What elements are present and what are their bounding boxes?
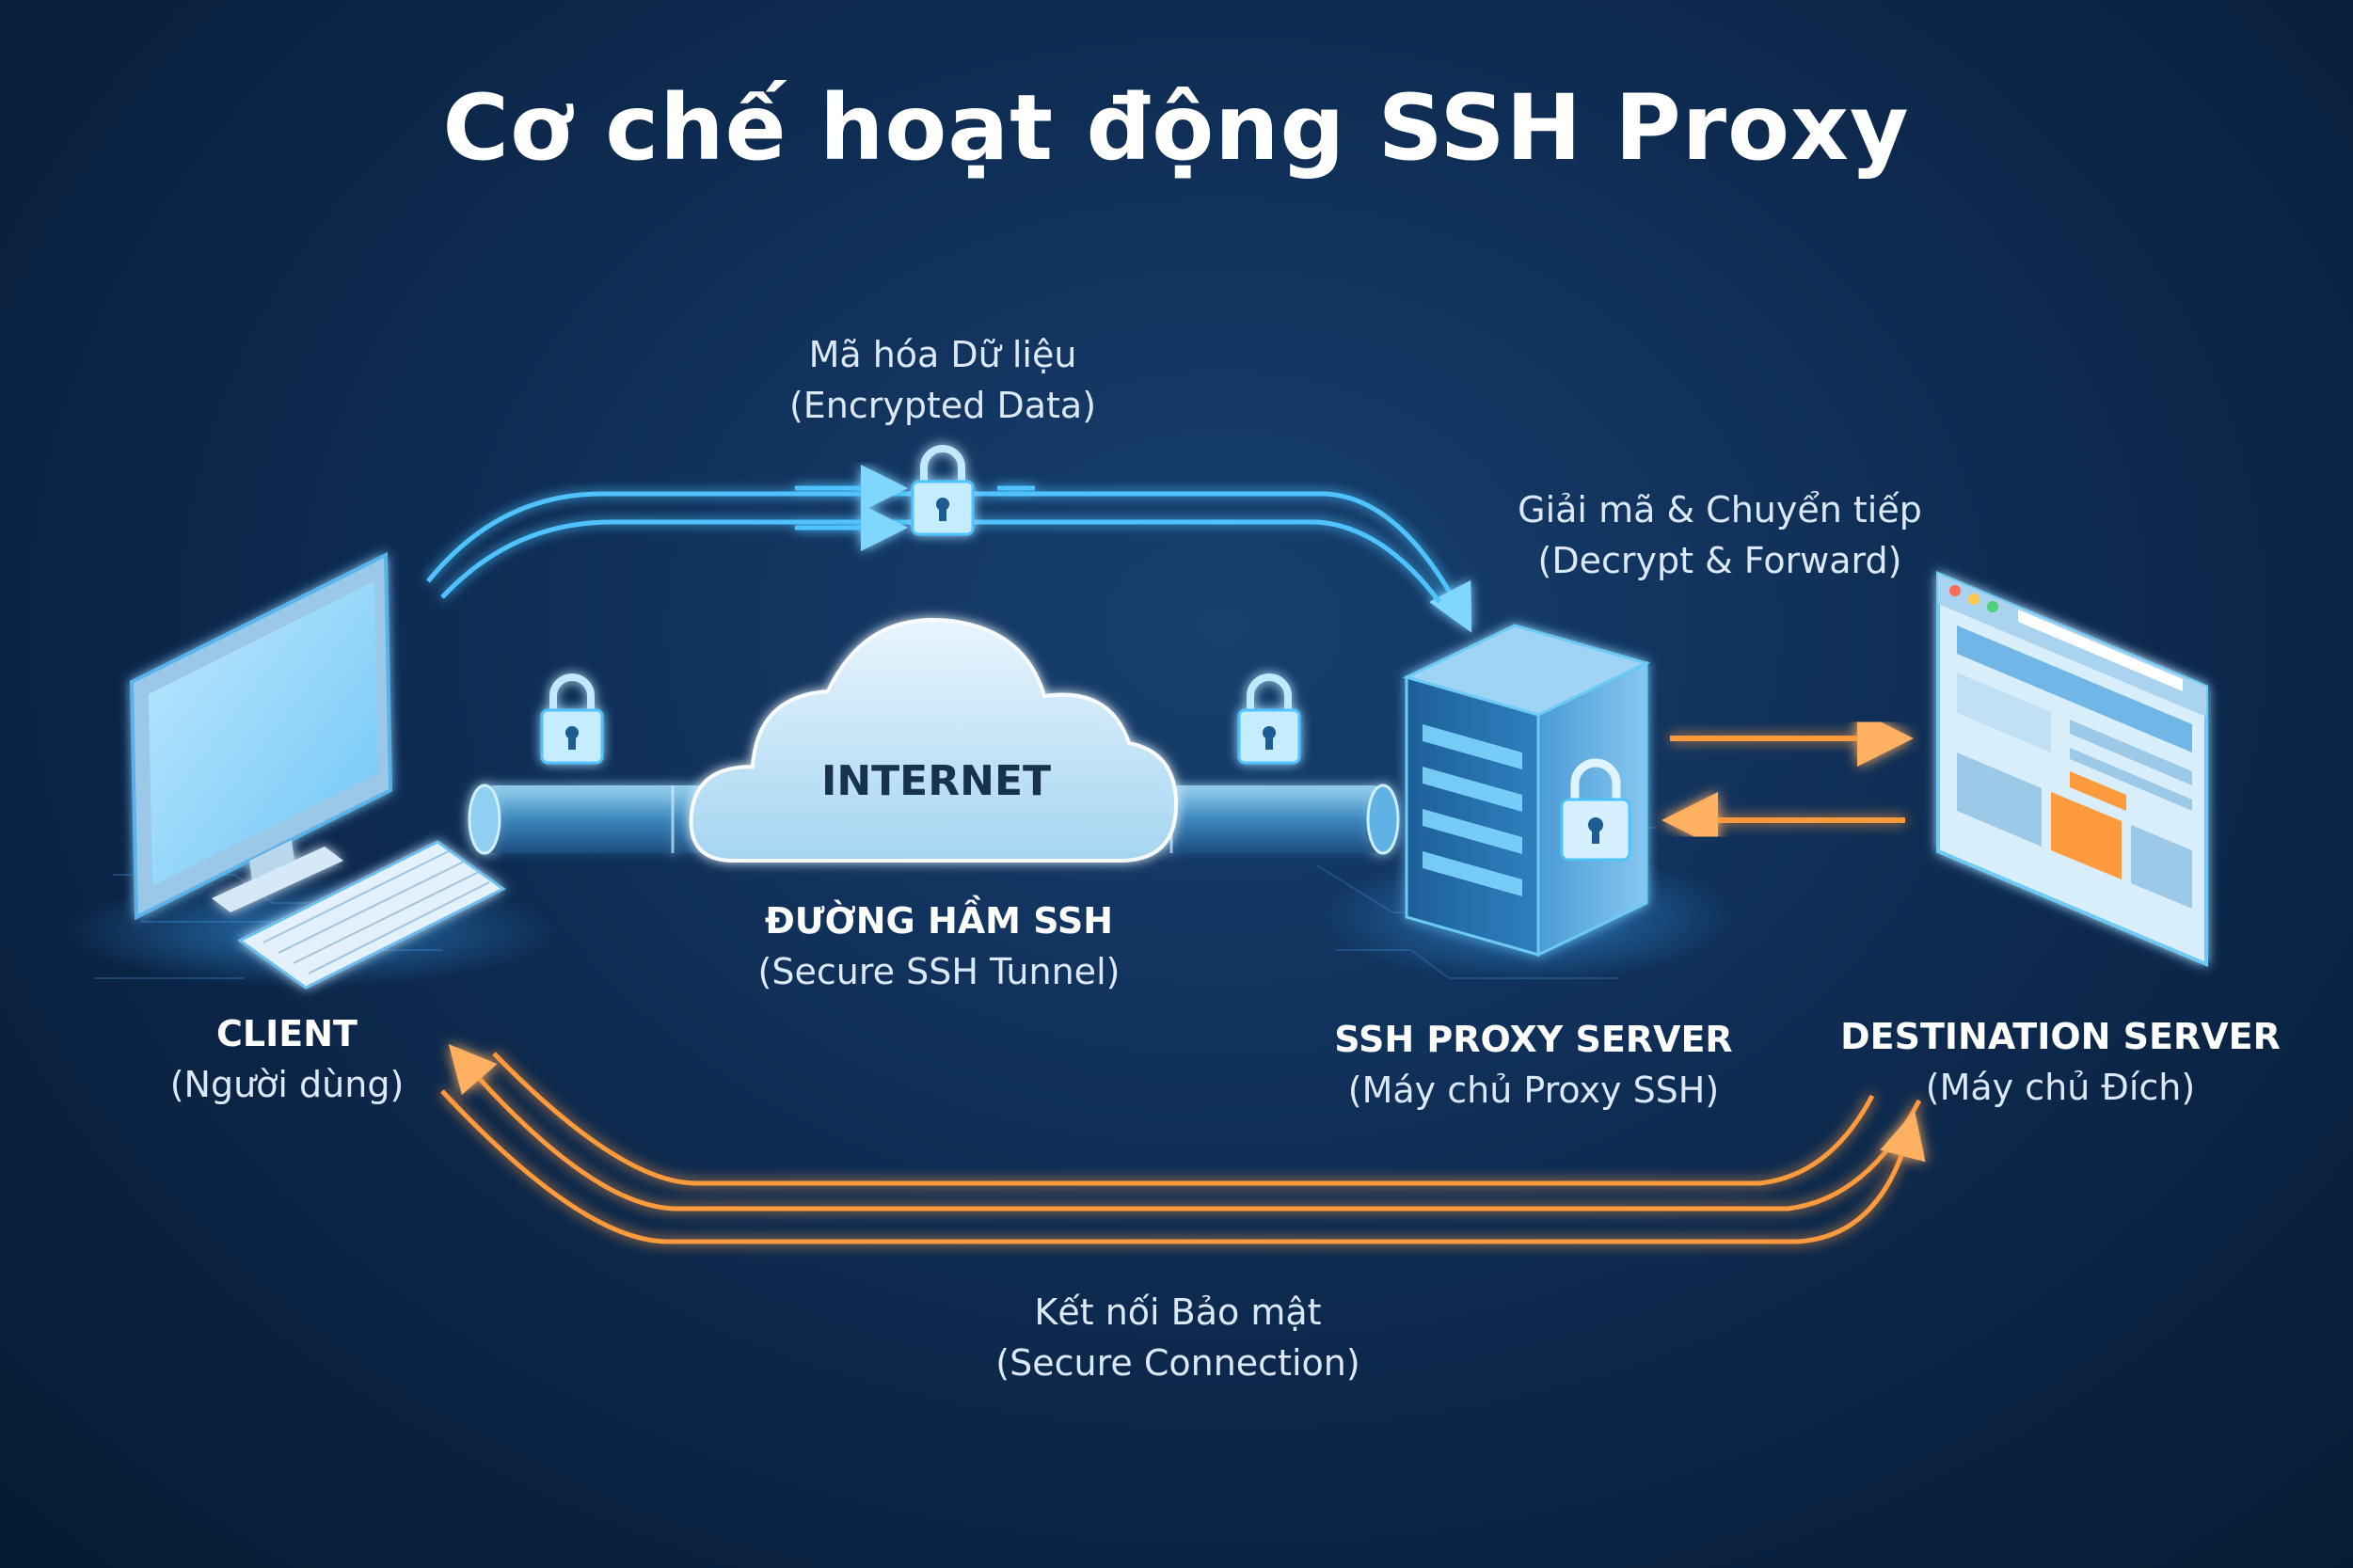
secure-connection-label: Kết nối Bảo mật (Secure Connection) — [995, 1287, 1359, 1388]
padlock-icon — [911, 445, 975, 536]
secure-connection-label-line1: Kết nối Bảo mật — [1034, 1291, 1322, 1333]
browser-window-icon — [1936, 570, 2208, 968]
computer-icon — [129, 551, 393, 921]
ssh-tunnel-label-line1: ĐƯỜNG HẦM SSH — [764, 900, 1114, 942]
internet-label: INTERNET — [820, 757, 1052, 805]
destination-server-label-line2: (Máy chủ Đích) — [1925, 1067, 2196, 1108]
client-label-line2: (Người dùng) — [169, 1064, 405, 1105]
page-title: Cơ chế hoạt động SSH Proxy — [442, 75, 1910, 181]
proxy-server-label: SSH PROXY SERVER (Máy chủ Proxy SSH) — [1334, 1014, 1732, 1116]
padlock-icon — [540, 673, 604, 765]
decrypt-forward-label-line2: (Decrypt & Forward) — [1537, 540, 1902, 581]
secure-connection-arrows — [440, 1043, 1926, 1244]
client-label: CLIENT (Người dùng) — [170, 1008, 405, 1110]
ssh-tunnel-label-line2: (Secure SSH Tunnel) — [757, 951, 1121, 992]
encrypted-data-label-line1: Mã hóa Dữ liệu — [808, 334, 1077, 375]
client-label-line1: CLIENT — [216, 1013, 358, 1054]
decrypt-forward-label: Giải mã & Chuyển tiếp (Decrypt & Forward… — [1518, 484, 1922, 586]
ssh-tunnel-label: ĐƯỜNG HẦM SSH (Secure SSH Tunnel) — [758, 895, 1121, 997]
cloud-icon — [689, 618, 1179, 863]
proxy-server-label-line1: SSH PROXY SERVER — [1334, 1019, 1733, 1060]
proxy-server-label-line2: (Máy chủ Proxy SSH) — [1347, 1069, 1720, 1111]
destination-server-label: DESTINATION SERVER (Máy chủ Đích) — [1840, 1011, 2281, 1113]
proxy-destination-arrows — [1661, 710, 1914, 848]
decrypt-forward-label-line1: Giải mã & Chuyển tiếp — [1518, 489, 1922, 531]
keyboard-icon — [237, 840, 506, 990]
secure-connection-label-line2: (Secure Connection) — [995, 1342, 1360, 1384]
destination-server-label-line1: DESTINATION SERVER — [1840, 1016, 2281, 1057]
encrypted-data-label: Mã hóa Dữ liệu (Encrypted Data) — [789, 329, 1096, 431]
encrypted-data-label-line2: (Encrypted Data) — [788, 385, 1097, 426]
padlock-icon — [1237, 673, 1301, 765]
server-icon — [1402, 624, 1651, 958]
